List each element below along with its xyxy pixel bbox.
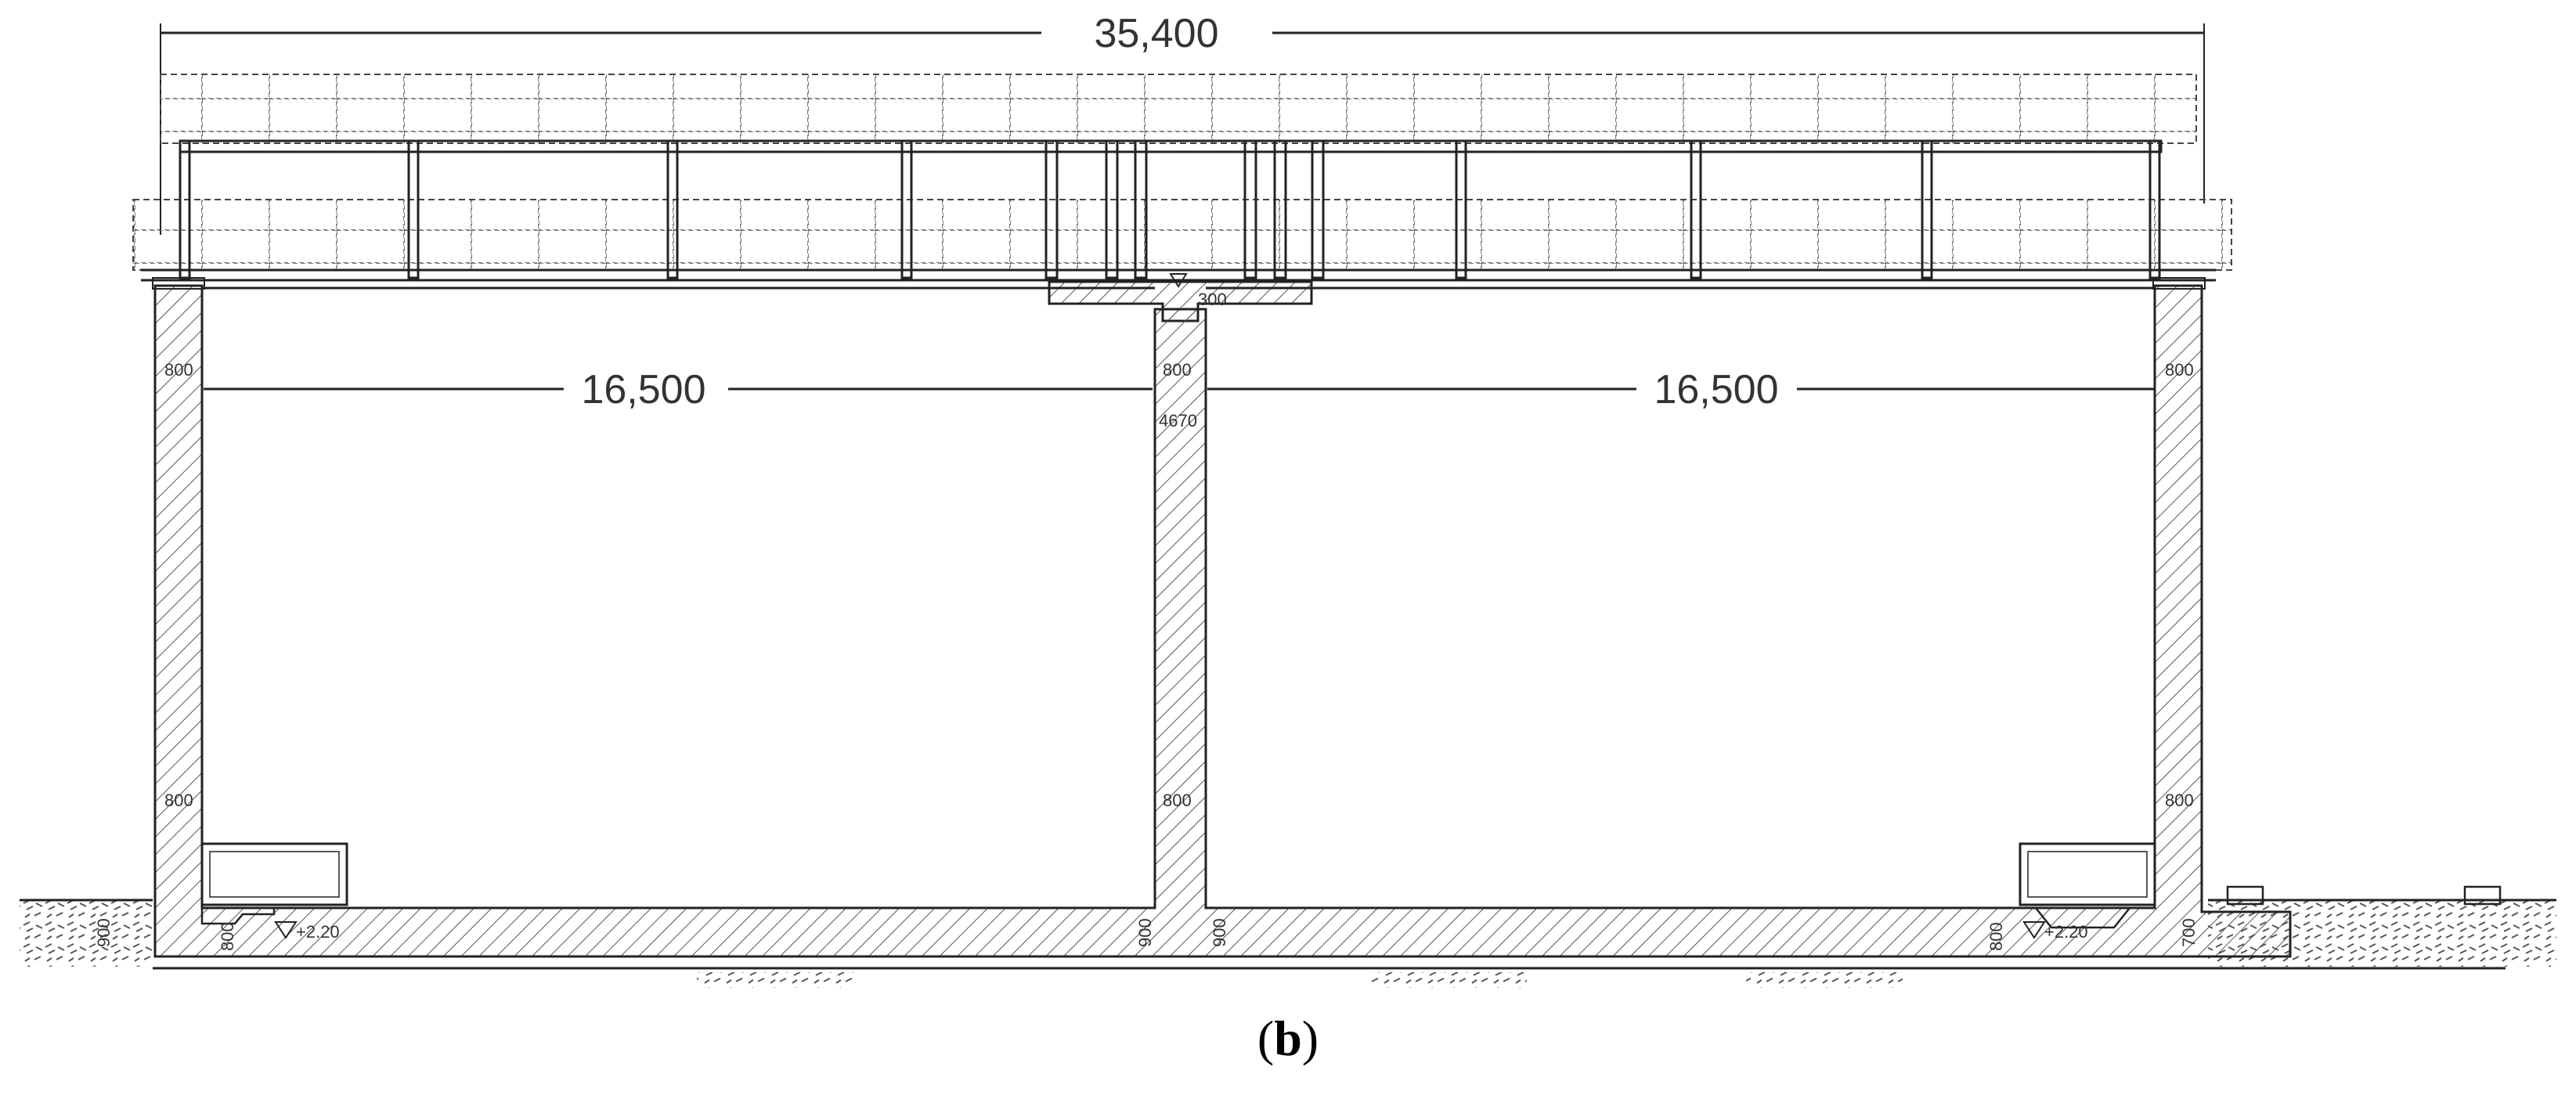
slab-left-label: 900 xyxy=(94,918,114,947)
slab-right-label: 700 xyxy=(2179,918,2199,947)
right-span-label: 16,500 xyxy=(1654,367,1778,412)
overall-dimension-label: 35,400 xyxy=(1094,11,1218,56)
left-span-label: 16,500 xyxy=(581,367,705,412)
wall-mid-top-label: 800 xyxy=(1163,360,1192,380)
level-left-marker xyxy=(274,921,298,939)
tank-structure xyxy=(152,277,2292,958)
right-span-dimension: 16,500 xyxy=(1207,367,2155,412)
roof-frame xyxy=(141,139,2216,282)
level-right-marker xyxy=(2022,921,2046,939)
wall-right-bottom-label: 800 xyxy=(2165,791,2194,810)
overall-dimension: 35,400 xyxy=(160,11,2205,235)
slab-annotations: 900 800 900 900 800 700 +2.20 +2.20 xyxy=(94,918,2199,951)
tank-section-drawing: 35,400 300 xyxy=(20,11,2556,988)
figure-caption: (b) xyxy=(0,1010,2576,1068)
slab-mid-left-label: 900 xyxy=(1135,918,1155,947)
slab-mid-right-label: 900 xyxy=(1210,918,1229,947)
top-level-label: 300 xyxy=(1198,290,1227,309)
wall-right-top-label: 800 xyxy=(2165,360,2194,380)
sump-right-label: 800 xyxy=(1986,922,2006,951)
mid-height-label: 4670 xyxy=(1159,411,1197,430)
wall-annotations: 800 800 800 4670 800 800 800 xyxy=(164,360,2194,810)
caption-letter: b xyxy=(1274,1010,1302,1066)
wall-left-top-label: 800 xyxy=(164,360,193,380)
level-left-label: +2.20 xyxy=(296,922,340,942)
level-right-label: +2.20 xyxy=(2044,922,2088,942)
outside-equipment xyxy=(2226,885,2502,906)
caption-close: ) xyxy=(1301,1010,1319,1066)
sumps xyxy=(200,842,2156,929)
cover-panel-grid xyxy=(132,74,2232,271)
sump-left-label: 800 xyxy=(218,922,237,951)
wall-mid-bottom-label: 800 xyxy=(1163,791,1192,810)
left-span-dimension: 16,500 xyxy=(204,367,1153,412)
caption-open: ( xyxy=(1257,1010,1275,1066)
wall-left-bottom-label: 800 xyxy=(164,791,193,810)
